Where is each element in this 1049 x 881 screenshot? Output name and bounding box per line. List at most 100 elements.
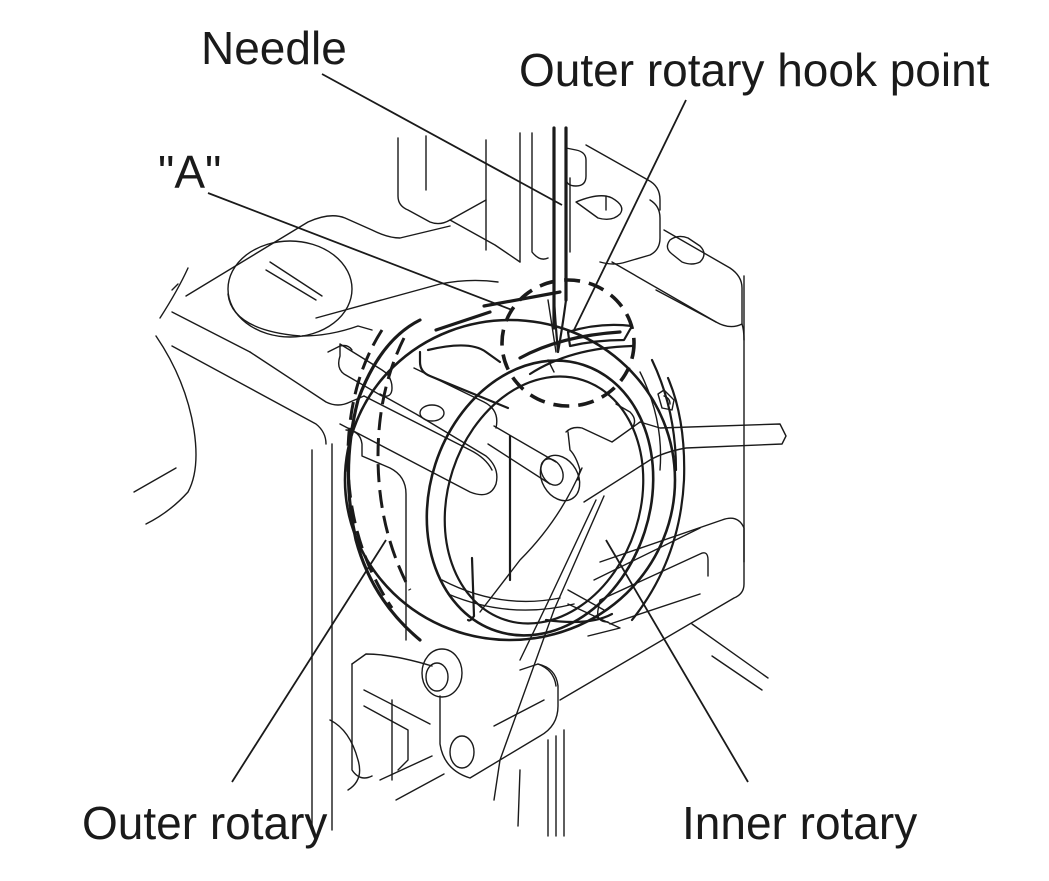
inner-rotary	[418, 344, 655, 637]
needle-tip	[552, 298, 568, 354]
plate-step	[249, 351, 365, 406]
linkage-curve	[329, 719, 361, 791]
upper-pivot-screw-inner	[425, 662, 449, 692]
label-inner-rotary: Inner rotary	[682, 797, 918, 849]
lever-diag-3	[493, 495, 605, 801]
lower-bracket-slot	[597, 552, 709, 623]
lever-diag-1	[479, 467, 583, 613]
plate-tick	[171, 283, 179, 291]
bracket-corner	[741, 323, 745, 341]
linkage-base-1	[379, 755, 433, 781]
thread-guide-bottom	[301, 325, 373, 337]
thread-lever	[479, 403, 787, 801]
label-a-mark: "A"	[158, 146, 222, 198]
lower-pivot-screw	[449, 735, 475, 769]
hook-point-edge-2	[528, 344, 634, 376]
leader-hook-point	[573, 99, 687, 331]
lever-hook	[567, 431, 581, 481]
bracket-lower-edge	[655, 289, 717, 323]
arm-drop	[345, 429, 407, 641]
lower-linkage	[329, 648, 565, 837]
bracket-plate	[611, 229, 743, 328]
lower-bracket-joint	[567, 589, 605, 611]
pivot-arm-curve	[537, 663, 557, 687]
rod-4	[517, 769, 521, 827]
round-screw-head	[227, 240, 353, 338]
post-end	[540, 458, 564, 486]
lever-tab	[615, 403, 636, 429]
upper-right-bracket	[575, 144, 745, 563]
linkage-diag-1	[363, 689, 431, 725]
leader-a-mark	[207, 192, 513, 311]
housing-top-edge	[171, 345, 327, 445]
linkage-base-2	[395, 773, 445, 801]
inner-bottom-arc-3	[544, 612, 614, 624]
hook-point-edge	[518, 330, 622, 360]
inner-rotary-tab-edge	[418, 350, 510, 410]
screw-slot-2	[265, 269, 317, 301]
pivot-arm-line	[493, 699, 545, 727]
center-post	[487, 425, 581, 502]
linkage-bracket	[363, 705, 409, 771]
lower-right-bracket	[559, 517, 769, 701]
label-outer-rotary-hook-point: Outer rotary hook point	[519, 44, 990, 96]
inner-ring-inner	[443, 375, 645, 625]
outer-ring-back-left	[346, 318, 422, 642]
presser-bar-right	[531, 132, 549, 260]
ring-notch-inner	[663, 395, 671, 405]
inner-rotary-tab	[426, 344, 502, 364]
linkage-top	[351, 653, 433, 667]
plate-left-lower	[171, 311, 251, 353]
small-block	[565, 147, 587, 187]
lower-bracket-step	[567, 603, 621, 637]
needle	[547, 126, 571, 354]
detail-dashed-circle	[500, 278, 636, 408]
housing-base	[449, 219, 521, 263]
leader-inner-rotary	[605, 539, 749, 783]
left-housing	[133, 335, 365, 831]
upper-pivot-screw	[421, 648, 463, 698]
pivot-arm	[439, 663, 559, 779]
outer-ring-right-outer	[630, 376, 686, 622]
screw-rim	[227, 293, 301, 337]
bracket-slot	[666, 235, 705, 265]
lever-upper	[565, 421, 787, 503]
arm-body	[339, 393, 498, 496]
label-outer-rotary: Outer rotary	[82, 797, 328, 849]
screw-slot-1	[269, 261, 323, 297]
arm-inner-edge	[413, 367, 498, 429]
leader-outer-rotary	[231, 539, 387, 783]
lower-bracket-inner-top	[593, 527, 701, 581]
outer-ring-right-inner	[650, 358, 678, 472]
leader-needle	[321, 73, 563, 206]
thread-guide-plate-top	[315, 279, 499, 319]
outer-ring-right-thin	[639, 371, 662, 471]
post-collar	[539, 454, 581, 502]
leader-lines	[207, 73, 749, 783]
plate-left-curl	[159, 267, 189, 319]
table-edge-1	[691, 623, 769, 679]
lower-bracket-outline	[559, 517, 745, 701]
hook-tick	[547, 359, 555, 373]
outer-ring	[343, 318, 677, 642]
arm-upper-edge	[363, 395, 493, 471]
ring-notch	[657, 389, 675, 411]
post-top	[493, 425, 557, 463]
hook-point	[518, 323, 634, 376]
hook-point-tip	[566, 323, 634, 348]
inner-bottom-arc-2	[447, 593, 575, 611]
housing-left-stub	[133, 467, 177, 493]
housing-outline-left	[397, 137, 487, 225]
arm-hole	[419, 404, 445, 422]
table-edge-2	[711, 655, 763, 691]
plate-back-edge	[185, 215, 451, 297]
outer-ring-hidden-dashed-2	[376, 337, 412, 591]
lever-diag-2	[519, 499, 597, 661]
bracket-arm	[599, 199, 661, 265]
needle-plate-arm	[327, 343, 498, 641]
needle-bar-housing	[397, 132, 587, 263]
inner-ring-outer	[425, 359, 655, 637]
housing-left-curve	[145, 335, 197, 525]
